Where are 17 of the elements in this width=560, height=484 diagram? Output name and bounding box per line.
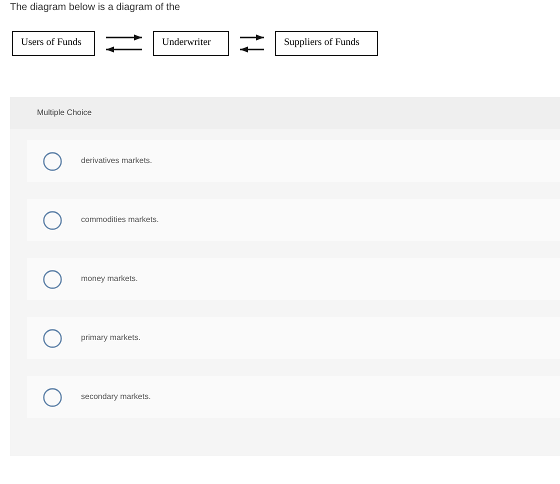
option-text: primary markets. [81, 333, 141, 343]
question-type-label: Multiple Choice [37, 108, 92, 118]
arrow [240, 34, 264, 40]
arrow [106, 34, 142, 40]
option-text: money markets. [81, 274, 138, 284]
process-box [153, 31, 229, 56]
option-text: secondary markets. [81, 392, 151, 402]
question-text: The diagram below is a diagram of the [10, 1, 180, 15]
node-label: Suppliers of Funds [284, 37, 361, 49]
option-text: commodities markets. [81, 215, 159, 225]
node-label: Underwriter [162, 37, 212, 49]
option-text: derivatives markets. [81, 156, 152, 166]
process-box [275, 31, 378, 56]
node-label: Users of Funds [21, 37, 83, 49]
arrow [240, 46, 264, 52]
process-box [12, 31, 95, 56]
arrow [106, 46, 142, 52]
